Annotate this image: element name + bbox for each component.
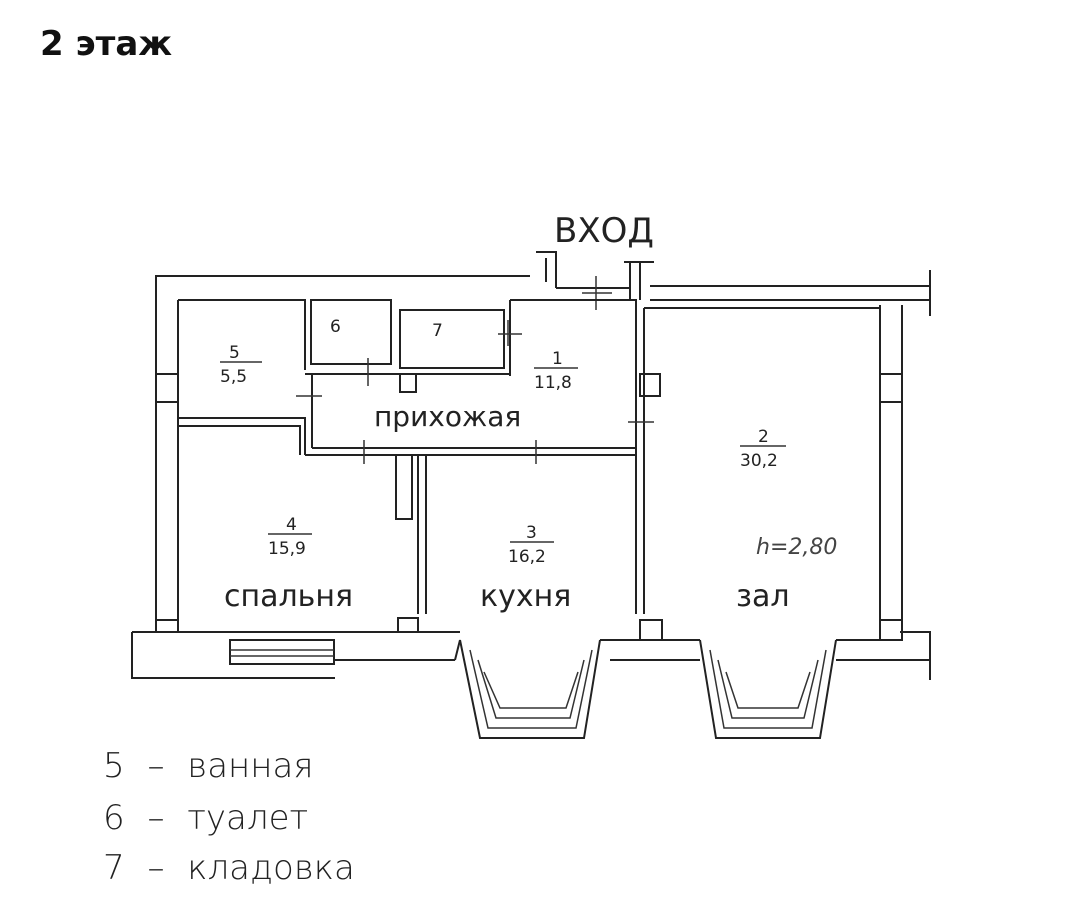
outer-walls [131, 270, 931, 680]
legend-number: 5 [103, 746, 125, 786]
legend-dash: – [147, 746, 165, 786]
room-2-name: зал [736, 579, 790, 614]
page-title: 2 этаж [40, 24, 173, 64]
room-4-number: 4 [286, 515, 297, 535]
legend-number: 6 [103, 798, 125, 838]
room-4: 4 15,9 спальня [224, 515, 353, 614]
bay-window-kitchen [454, 639, 700, 739]
room-1: 1 11,8 прихожая [374, 349, 578, 433]
room-7-number: 7 [432, 321, 443, 341]
room-1-name: прихожая [374, 400, 521, 433]
room-3-number: 3 [526, 523, 537, 543]
room-6-number: 6 [330, 317, 341, 337]
legend-text: ванная [187, 746, 314, 786]
bay-window-living [699, 639, 930, 739]
room-2-area: 30,2 [740, 451, 778, 471]
legend-dash: – [147, 798, 165, 838]
legend-item: 7 – кладовка [103, 848, 355, 888]
bedroom-window [229, 639, 335, 665]
room-4-name: спальня [224, 579, 353, 614]
ceiling-height: h=2,80 [756, 535, 837, 560]
legend-dash: – [147, 848, 165, 888]
legend-number: 7 [103, 848, 125, 888]
room-3-name: кухня [480, 579, 571, 614]
legend-item: 5 – ванная [103, 746, 313, 786]
room-5-area: 5,5 [220, 367, 247, 387]
room-3: 3 16,2 кухня [480, 523, 571, 614]
room-2-number: 2 [758, 427, 769, 447]
room-1-area: 11,8 [534, 373, 572, 393]
room-4-area: 15,9 [268, 539, 306, 559]
room-1-number: 1 [552, 349, 563, 369]
door-marks [296, 320, 654, 464]
room-2: 2 30,2 h=2,80 зал [736, 427, 837, 614]
entrance-label: ВХОД [554, 211, 654, 251]
legend-text: кладовка [187, 848, 355, 888]
room-5-number: 5 [229, 343, 240, 363]
legend-item: 6 – туалет [103, 798, 308, 838]
room-5: 5 5,5 [220, 343, 262, 387]
interior-walls [155, 299, 903, 641]
room-3-area: 16,2 [508, 547, 546, 567]
legend-text: туалет [187, 798, 309, 838]
